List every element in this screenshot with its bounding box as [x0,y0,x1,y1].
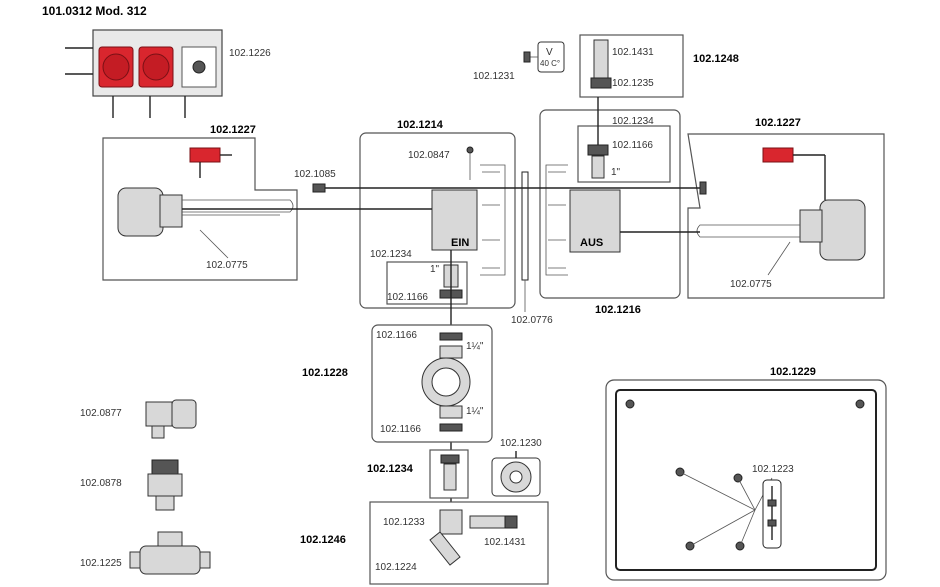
pump-group-label: 102.1228 [302,367,348,379]
diagram-title: 101.0312 Mod. 312 [42,4,147,18]
fitting-mid-part [440,454,460,491]
switch-box-label: 102.1226 [229,48,271,59]
bolt [312,183,345,193]
fitting-right-label: 102.1234 [612,116,654,127]
svg-text:V: V [546,47,553,58]
svg-text:40 C°: 40 C° [540,59,560,68]
aus-label: AUS [580,237,603,249]
tank-left-body [431,146,506,276]
part-c [129,531,211,575]
heater-right-element-label: 102.0775 [730,279,772,290]
plate-part [762,479,782,549]
valve-top-label: 102.1431 [612,47,654,58]
heater-right-body [696,147,866,276]
tank-left-label: 102.1214 [397,119,444,131]
inch-right-label: 1" [611,167,621,178]
pump-inch-bottom-label: 1¼" [466,405,484,417]
drain-group-label: 102.1246 [300,534,346,546]
ein-label: EIN [451,237,469,249]
plate-panel [615,389,877,571]
pump-part [421,332,471,432]
gauge-label: 102.1230 [500,438,542,449]
pump-nut-top-label: 102.1166 [376,330,417,341]
tank-right-body [545,97,621,276]
part-c-label: 102.1225 [80,558,122,569]
gasket-label: 102.0776 [511,315,553,326]
probe-label: 102.0847 [408,150,450,161]
drain-c-label: 102.1224 [375,562,417,573]
heater-left-body [117,147,294,259]
gasket [521,171,529,312]
fitting-mid-label: 102.1234 [367,463,414,475]
nut-right-label: 102.1166 [612,140,653,151]
part-a [145,399,197,439]
bolt-nut [699,181,707,195]
drain-b-label: 102.1431 [484,537,526,548]
fitting-left-label: 102.1234 [370,249,412,260]
nut-left-label: 102.1166 [387,292,428,303]
gauge-part [491,451,541,497]
valve-bottom-label: 102.1235 [612,78,654,89]
inch-left-label: 1" [430,264,440,275]
heater-left-element-label: 102.0775 [206,260,248,271]
drain-a-label: 102.1233 [383,517,425,528]
part-b-label: 102.0878 [80,478,122,489]
plate-group-label: 102.1229 [770,366,816,378]
switch-box [65,29,223,118]
pump-nut-bottom-label: 102.1166 [380,424,421,435]
tank-right-label: 102.1216 [595,304,641,316]
drain-part [429,509,518,566]
valve-group-label: 102.1248 [693,53,739,65]
valve-part [590,39,612,89]
pump-inch-top-label: 1¼" [466,340,484,352]
heater-left-group-label: 102.1227 [210,124,256,136]
part-a-label: 102.0877 [80,408,122,419]
plate-part-label: 102.1223 [752,464,794,475]
bolt-label: 102.1085 [294,169,336,180]
heater-right-group-label: 102.1227 [755,117,801,129]
part-b [147,459,183,511]
thermostat: V 40 C° [523,41,565,73]
thermostat-label: 102.1231 [473,71,515,82]
